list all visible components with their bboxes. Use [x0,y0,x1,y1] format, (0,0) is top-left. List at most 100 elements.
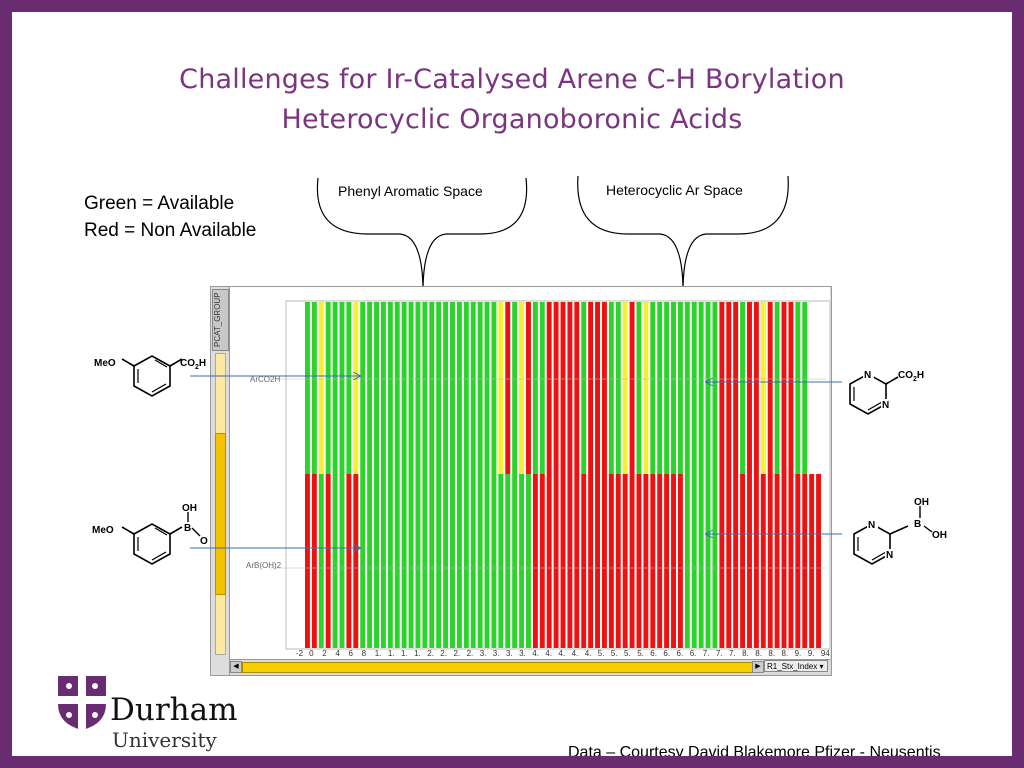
row2-cell[interactable] [809,474,815,648]
row2-cell[interactable] [387,474,393,648]
row1-cell[interactable] [367,302,373,474]
row2-cell[interactable] [311,474,317,648]
row2-cell[interactable] [318,474,324,648]
row2-cell[interactable] [615,474,621,648]
row1-cell[interactable] [567,302,573,474]
row2-cell[interactable] [684,474,690,648]
vertical-scroll-thumb[interactable] [215,433,226,595]
row1-cell[interactable] [671,302,676,474]
row2-cell[interactable] [760,474,766,648]
row1-cell[interactable] [311,302,317,474]
row2-cell[interactable] [429,474,435,648]
row1-cell[interactable] [394,302,400,474]
row2-cell[interactable] [698,474,704,648]
row2-cell[interactable] [767,474,773,648]
row2-cell[interactable] [601,474,607,648]
row2-cell[interactable] [367,474,373,648]
row2-cell[interactable] [339,474,345,648]
row1-cell[interactable] [608,302,614,474]
row2-cell[interactable] [374,474,379,648]
row1-cell[interactable] [546,302,552,474]
row2-cell[interactable] [539,474,545,648]
row1-cell[interactable] [450,302,455,474]
row1-cell[interactable] [615,302,621,474]
row1-cell[interactable] [401,302,407,474]
row2-cell[interactable] [677,474,683,648]
row1-cell[interactable] [387,302,393,474]
row1-cell[interactable] [456,302,462,474]
row1-cell[interactable] [595,302,600,474]
row2-cell[interactable] [691,474,697,648]
row1-cell[interactable] [346,302,352,474]
row1-cell[interactable] [484,302,490,474]
row1-cell[interactable] [747,302,752,474]
row2-cell[interactable] [719,474,725,648]
scroll-left-button[interactable]: ◀ [230,661,242,673]
row2-cell[interactable] [733,474,739,648]
row1-cell[interactable] [353,302,359,474]
row2-cell[interactable] [463,474,469,648]
row1-cell[interactable] [539,302,545,474]
row2-cell[interactable] [581,474,587,648]
row2-cell[interactable] [595,474,600,648]
row1-cell[interactable] [532,302,538,474]
row1-cell[interactable] [436,302,442,474]
row2-cell[interactable] [346,474,352,648]
row1-cell[interactable] [664,302,670,474]
row1-cell[interactable] [318,302,324,474]
row2-cell[interactable] [484,474,490,648]
row2-cell[interactable] [664,474,670,648]
row2-cell[interactable] [456,474,462,648]
row2-cell[interactable] [450,474,455,648]
row1-cell[interactable] [463,302,469,474]
row1-cell[interactable] [415,302,421,474]
row2-cell[interactable] [657,474,663,648]
row1-cell[interactable] [753,302,759,474]
row2-cell[interactable] [401,474,407,648]
row2-cell[interactable] [546,474,552,648]
row2-cell[interactable] [753,474,759,648]
sort-field-select[interactable]: R1_Stx_Index ▾ [764,660,828,672]
row1-cell[interactable] [726,302,732,474]
row2-cell[interactable] [443,474,449,648]
row2-cell[interactable] [526,474,531,648]
row1-cell[interactable] [601,302,607,474]
row2-cell[interactable] [636,474,642,648]
row1-cell[interactable] [574,302,580,474]
row1-cell[interactable] [733,302,739,474]
row1-cell[interactable] [636,302,642,474]
row1-cell[interactable] [339,302,345,474]
row2-cell[interactable] [505,474,511,648]
row2-cell[interactable] [415,474,421,648]
row1-cell[interactable] [795,302,801,474]
row1-cell[interactable] [677,302,683,474]
row1-cell[interactable] [477,302,483,474]
row1-cell[interactable] [560,302,566,474]
row1-cell[interactable] [332,302,338,474]
row1-cell[interactable] [622,302,628,474]
row1-cell[interactable] [712,302,718,474]
row2-cell[interactable] [781,474,787,648]
row1-cell[interactable] [760,302,766,474]
row2-cell[interactable] [353,474,359,648]
row1-cell[interactable] [643,302,649,474]
row1-cell[interactable] [429,302,435,474]
row1-cell[interactable] [491,302,497,474]
row2-cell[interactable] [408,474,414,648]
row1-cell[interactable] [443,302,449,474]
row1-cell[interactable] [719,302,725,474]
row2-cell[interactable] [325,474,331,648]
row1-cell[interactable] [305,302,310,474]
scroll-right-button[interactable]: ▶ [752,661,764,673]
row1-cell[interactable] [767,302,773,474]
row2-cell[interactable] [774,474,780,648]
row2-cell[interactable] [650,474,656,648]
row1-cell[interactable] [657,302,663,474]
row2-cell[interactable] [512,474,518,648]
row1-cell[interactable] [774,302,780,474]
row2-cell[interactable] [622,474,628,648]
row1-cell[interactable] [526,302,531,474]
row1-cell[interactable] [512,302,518,474]
row1-cell[interactable] [553,302,559,474]
row2-cell[interactable] [360,474,366,648]
